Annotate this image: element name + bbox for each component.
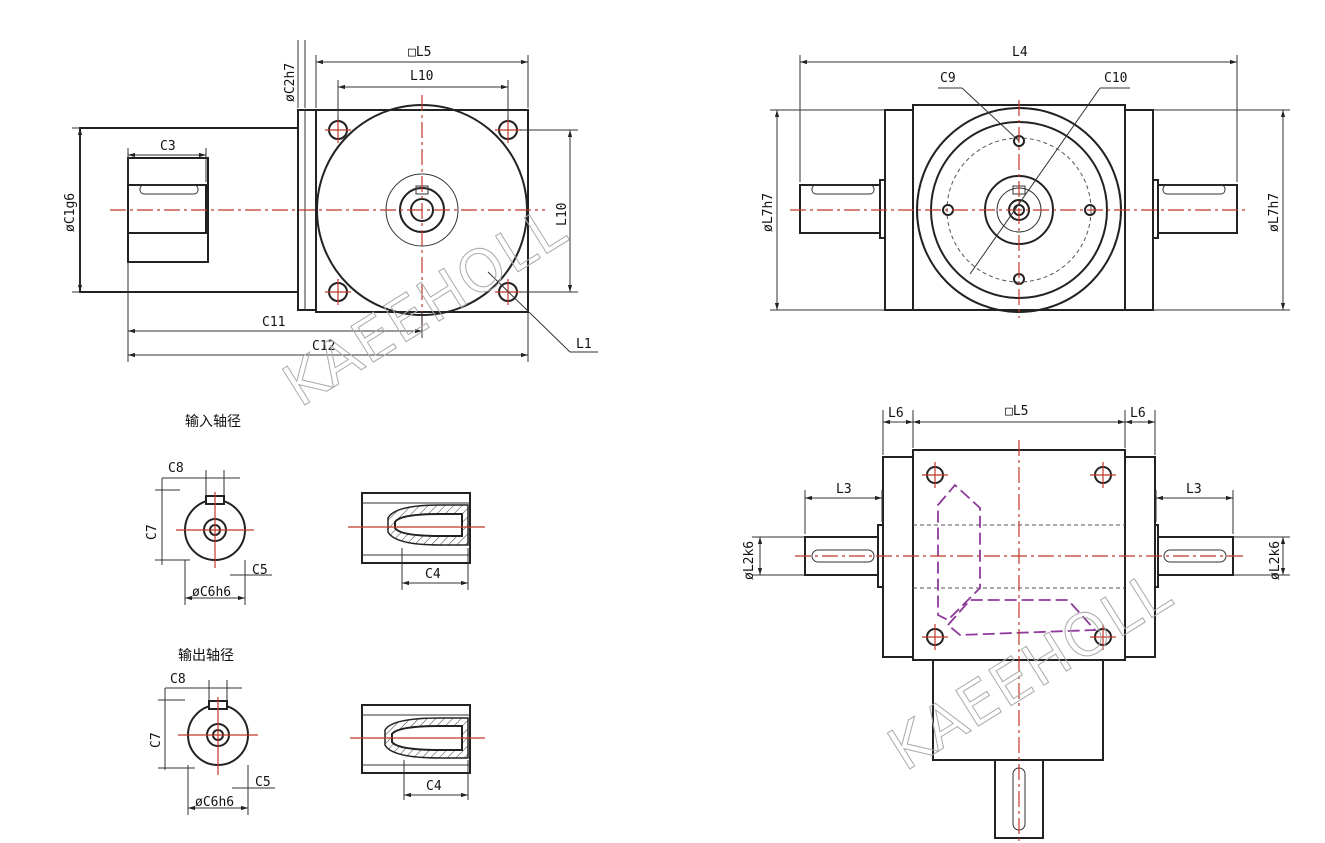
dim-l10-top: L10 [410, 69, 433, 84]
dim-c10: C10 [1104, 71, 1127, 86]
input-shaft-end-view: C8 C7 C5 øC6h6 [145, 461, 272, 605]
left-shaft-keyway [811, 184, 875, 195]
top-mounting-holes [922, 462, 1116, 650]
dim-l1: L1 [576, 337, 592, 352]
dim-c2h7: øC2h7 [283, 63, 298, 102]
output-shaft-section-view: C4 [350, 704, 485, 800]
output-housing [932, 659, 1104, 761]
dim-c1g6: øC1g6 [63, 193, 78, 232]
dim-l7h7-right: øL7h7 [1267, 193, 1282, 232]
dim-l2k6-right: øL2k6 [1268, 541, 1283, 580]
dim-c3: C3 [160, 139, 176, 154]
dim-c9: C9 [940, 71, 956, 86]
input-keyway [139, 184, 199, 195]
input-shaft [127, 184, 207, 234]
dim-l5-bottom: □L5 [1005, 404, 1028, 419]
dim-c6h6-output: øC6h6 [195, 795, 234, 810]
input-shaft-title: 输入轴径 [185, 414, 241, 430]
dim-l6-left: L6 [888, 406, 904, 421]
output-shaft-title: 输出轴径 [178, 648, 234, 664]
bevel-gear-input [937, 483, 981, 622]
dim-l3-left: L3 [836, 482, 852, 497]
dim-l3-right: L3 [1186, 482, 1202, 497]
dim-l5-top: □L5 [408, 45, 431, 60]
dim-c5-output: C5 [255, 775, 271, 790]
dim-l7h7-left: øL7h7 [761, 193, 776, 232]
dim-c4-input: C4 [425, 567, 441, 582]
dim-l4: L4 [1012, 45, 1028, 60]
bevel-gear-output [946, 599, 1097, 636]
dim-l6-right: L6 [1130, 406, 1146, 421]
dim-l2k6-left: øL2k6 [742, 541, 757, 580]
dim-c12: C12 [312, 339, 335, 354]
dim-c8-output: C8 [170, 672, 186, 687]
dim-c5-input: C5 [252, 563, 268, 578]
output-shaft-end-view: C8 C7 C5 øC6h6 [149, 672, 275, 815]
input-shaft-section-view: C4 [348, 492, 485, 590]
right-shaft-keyway [1162, 184, 1226, 195]
side-view: L4 C9 C10 øL7h7 øL7h7 [761, 45, 1290, 318]
dim-c6h6-input: øC6h6 [192, 585, 231, 600]
dim-c8-input: C8 [168, 461, 184, 476]
dim-c7-input: C7 [145, 524, 160, 540]
dim-l10-side: L10 [555, 203, 570, 226]
dim-c7-output: C7 [149, 732, 164, 748]
dim-c11: C11 [262, 315, 285, 330]
dim-c4-output: C4 [426, 779, 442, 794]
top-view: L6 □L5 L6 L3 L3 øL2k6 øL2k6 [742, 404, 1290, 842]
front-view: □L5 L10 øC2h7 C3 øC1g6 L10 C11 C12 L1 [63, 40, 598, 362]
